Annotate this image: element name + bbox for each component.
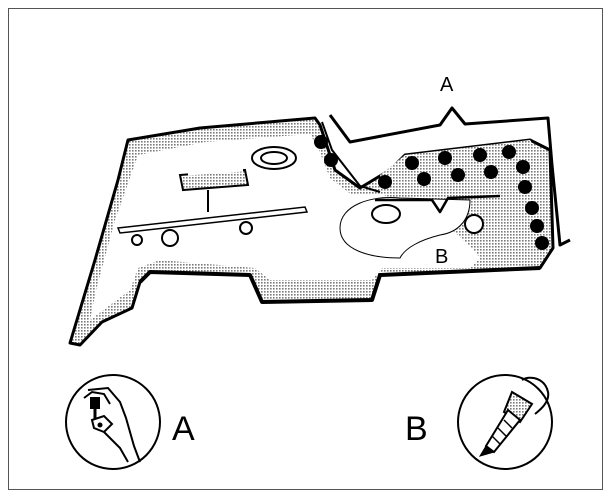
area-b-center-hole bbox=[371, 204, 401, 224]
rivet bbox=[417, 172, 431, 186]
callout-label-b: B bbox=[435, 246, 448, 268]
rivet bbox=[535, 236, 549, 250]
area-a-outline bbox=[328, 106, 571, 247]
panel-bracket-top bbox=[187, 168, 244, 176]
legend-label-b: B bbox=[405, 410, 428, 448]
panel-bottom-rim bbox=[138, 266, 541, 304]
panel-slot bbox=[116, 206, 309, 234]
rivet bbox=[405, 156, 419, 170]
rivet bbox=[378, 175, 392, 189]
rivet bbox=[502, 145, 516, 159]
callout-label-a: A bbox=[440, 74, 454, 96]
panel-hole bbox=[131, 234, 143, 246]
rivet bbox=[314, 135, 328, 149]
rivet bbox=[473, 148, 487, 162]
area-b-bracket bbox=[375, 194, 501, 214]
rivet bbox=[484, 165, 498, 179]
diagram-frame bbox=[8, 8, 603, 490]
rivet-group-a bbox=[314, 135, 549, 250]
rivet bbox=[451, 168, 465, 182]
rivet bbox=[324, 153, 338, 167]
rivet bbox=[516, 160, 530, 174]
panel-oval-hole-inner bbox=[260, 151, 288, 165]
rivet bbox=[530, 219, 544, 233]
area-a-inner-outline bbox=[321, 121, 381, 193]
panel-hole bbox=[239, 221, 253, 235]
rivet bbox=[438, 151, 452, 165]
legend-label-a: A bbox=[172, 410, 195, 448]
panel-hole bbox=[161, 229, 179, 247]
drill-bit-icon bbox=[457, 374, 553, 470]
rivet-pliers-icon bbox=[65, 374, 161, 470]
rivet bbox=[518, 180, 532, 194]
panel-hole bbox=[464, 214, 484, 234]
rivet bbox=[525, 201, 539, 215]
